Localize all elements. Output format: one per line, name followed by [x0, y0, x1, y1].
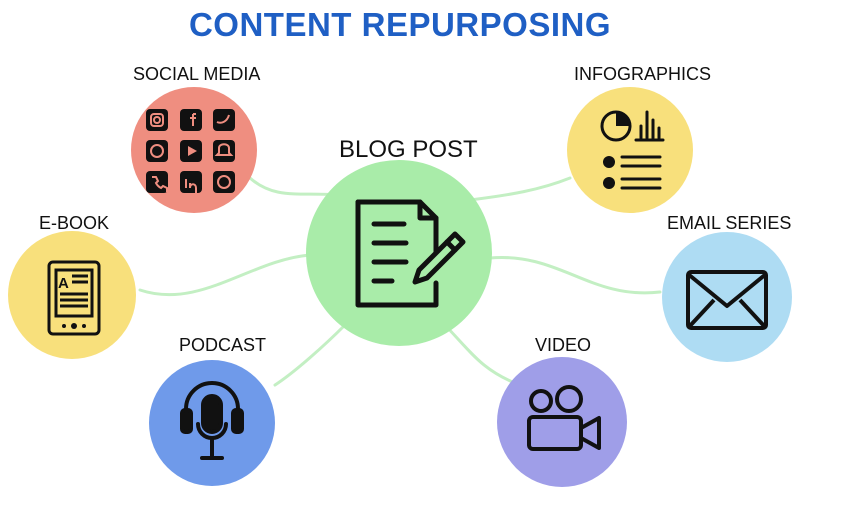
connector-infographics — [468, 176, 572, 202]
connector-social-media — [248, 176, 342, 197]
connector-email-series — [488, 255, 662, 295]
video-circle — [497, 357, 627, 487]
diagram-title: CONTENT REPURPOSING — [188, 6, 612, 43]
pie-chart-list-icon — [600, 110, 665, 190]
envelope-icon — [686, 270, 768, 330]
connector-podcast — [273, 323, 347, 387]
podcast-label: PODCAST — [179, 335, 267, 355]
e-reader-icon: A — [47, 260, 101, 336]
email-series-label: EMAIL SERIES — [667, 213, 792, 233]
podcast-microphone-icon — [180, 381, 244, 460]
pinterest-icon — [213, 171, 235, 193]
svg-text:A: A — [58, 275, 69, 292]
infographics-label: INFOGRAPHICS — [574, 64, 712, 84]
video-label: VIDEO — [535, 335, 592, 355]
whatsapp-icon — [146, 140, 168, 162]
facebook-icon — [180, 109, 202, 131]
video-camera-icon — [527, 385, 601, 451]
email-series-circle — [662, 232, 792, 362]
instagram-icon — [146, 109, 168, 131]
ebook-label: E-BOOK — [39, 213, 110, 233]
social-media-label: SOCIAL MEDIA — [133, 64, 261, 84]
connector-video — [438, 318, 522, 387]
document-pencil-icon — [355, 199, 466, 308]
connector-ebook — [138, 253, 312, 297]
linkedin-icon — [180, 171, 202, 193]
blog-post-circle — [306, 160, 492, 346]
social-media-icons-grid — [146, 109, 235, 193]
infographics-circle — [567, 87, 693, 213]
twitter-icon — [213, 109, 235, 131]
snapchat-icon — [213, 140, 235, 162]
blog-post-label: BLOG POST — [339, 136, 478, 163]
